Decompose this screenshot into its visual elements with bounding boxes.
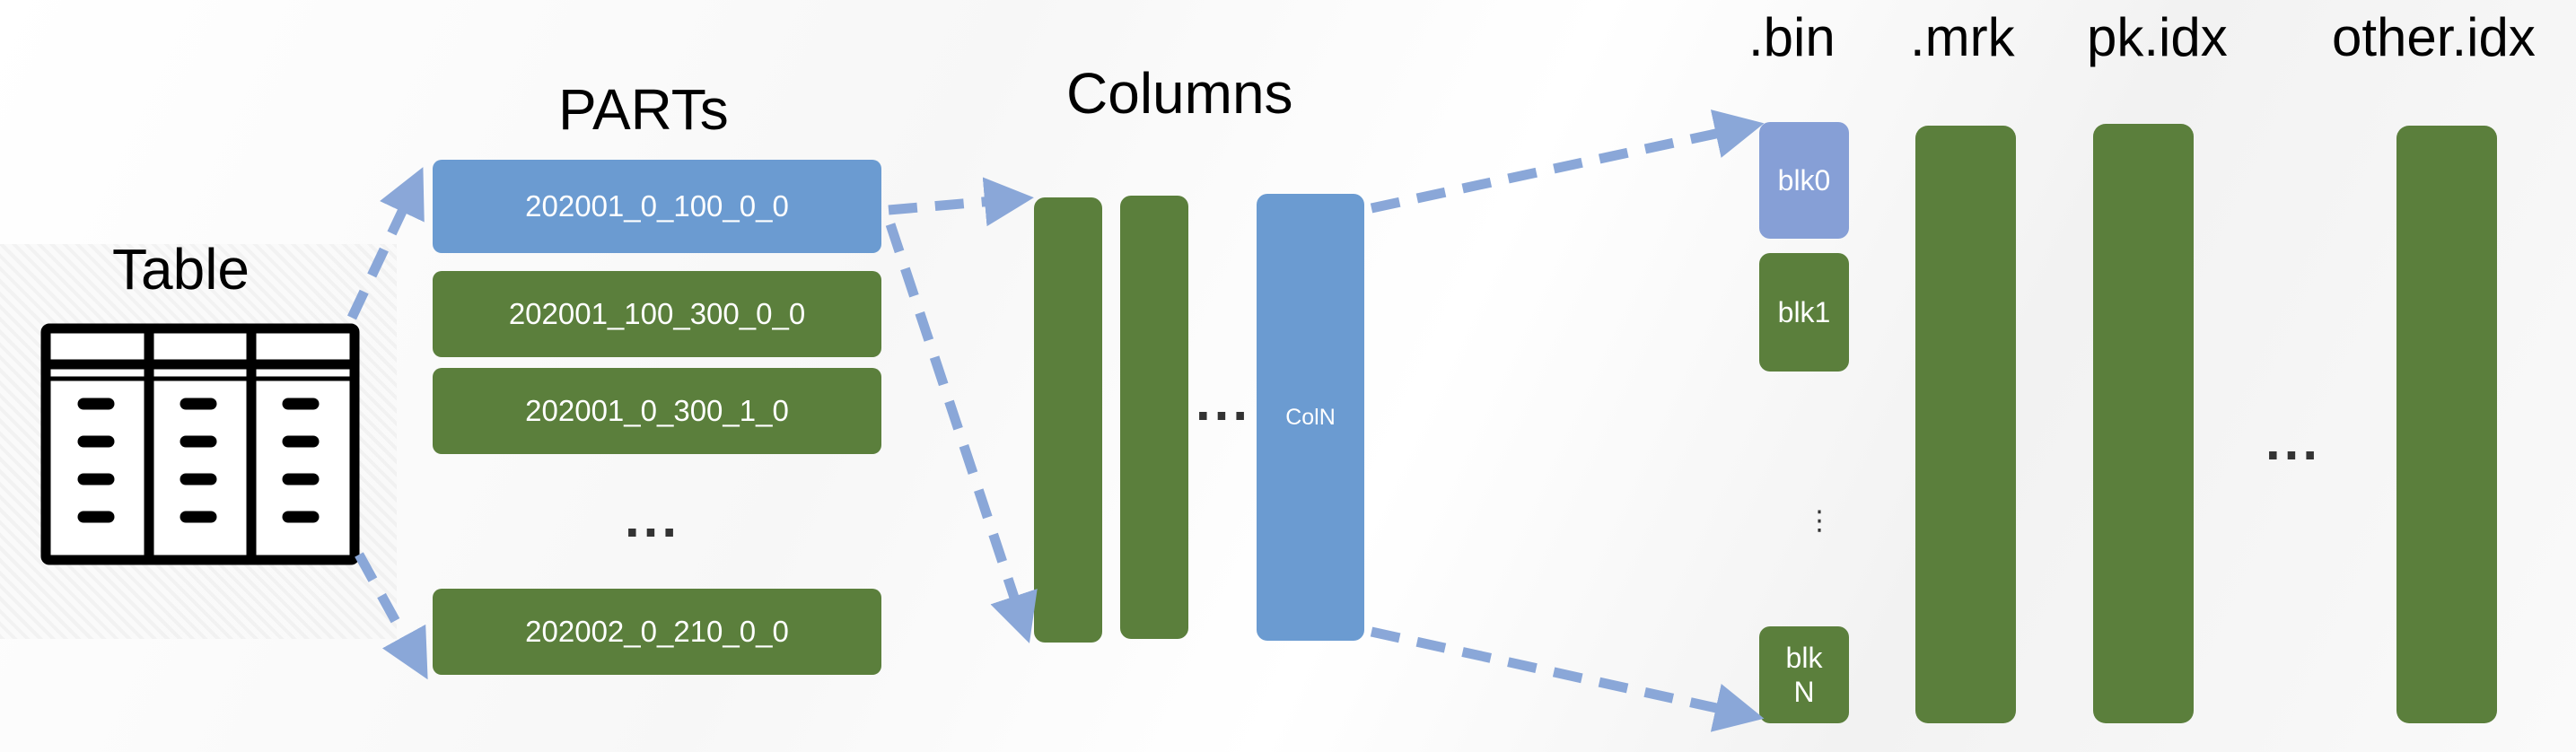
bin-block-n-label: blkN [1785,641,1823,708]
part-item-2[interactable]: 202001_0_300_1_0 [433,368,881,454]
column-2[interactable] [1120,196,1188,639]
arrow-table-to-part-3 [355,552,428,680]
bin-block-1[interactable]: blk1 [1759,253,1849,372]
pk-idx-file[interactable] [2093,124,2194,723]
bin-block-0-label: blk0 [1777,163,1831,197]
table-icon [40,323,360,565]
part-item-0[interactable]: 202001_0_100_0_0 [433,160,881,253]
parts-title: PARTs [558,77,729,142]
mrk-file[interactable] [1915,126,2016,723]
arrow-coln-to-blkn [1370,626,1765,732]
arrow-coln-to-blk0 [1370,109,1765,214]
bin-block-1-label: blk1 [1777,295,1831,328]
bin-vertical-ellipsis: ⋮ [1806,506,1833,536]
pk-idx-title: pk.idx [2087,7,2228,67]
bin-title: .bin [1748,7,1836,67]
column-1[interactable] [1034,197,1102,643]
bin-block-0[interactable]: blk0 [1759,122,1849,239]
mrk-title: .mrk [1910,7,2015,67]
other-idx-file[interactable] [2396,126,2497,723]
columns-ellipsis: ... [1196,372,1252,432]
parts-ellipsis: ... [625,488,681,548]
arrow-part-to-column-1 [888,177,1034,227]
table-title: Table [112,237,250,302]
part-item-1[interactable]: 202001_100_300_0_0 [433,271,881,357]
arrow-part-to-column-1-bottom [885,223,1038,643]
column-n[interactable]: ColN [1257,194,1364,641]
column-n-label: ColN [1285,404,1336,430]
part-item-3[interactable]: 202002_0_210_0_0 [433,589,881,675]
files-ellipsis: ... [2265,411,2322,471]
arrow-table-to-part-0 [347,167,425,320]
bin-block-n[interactable]: blkN [1759,626,1849,723]
columns-title: Columns [1066,61,1293,126]
other-idx-title: other.idx [2332,7,2536,67]
